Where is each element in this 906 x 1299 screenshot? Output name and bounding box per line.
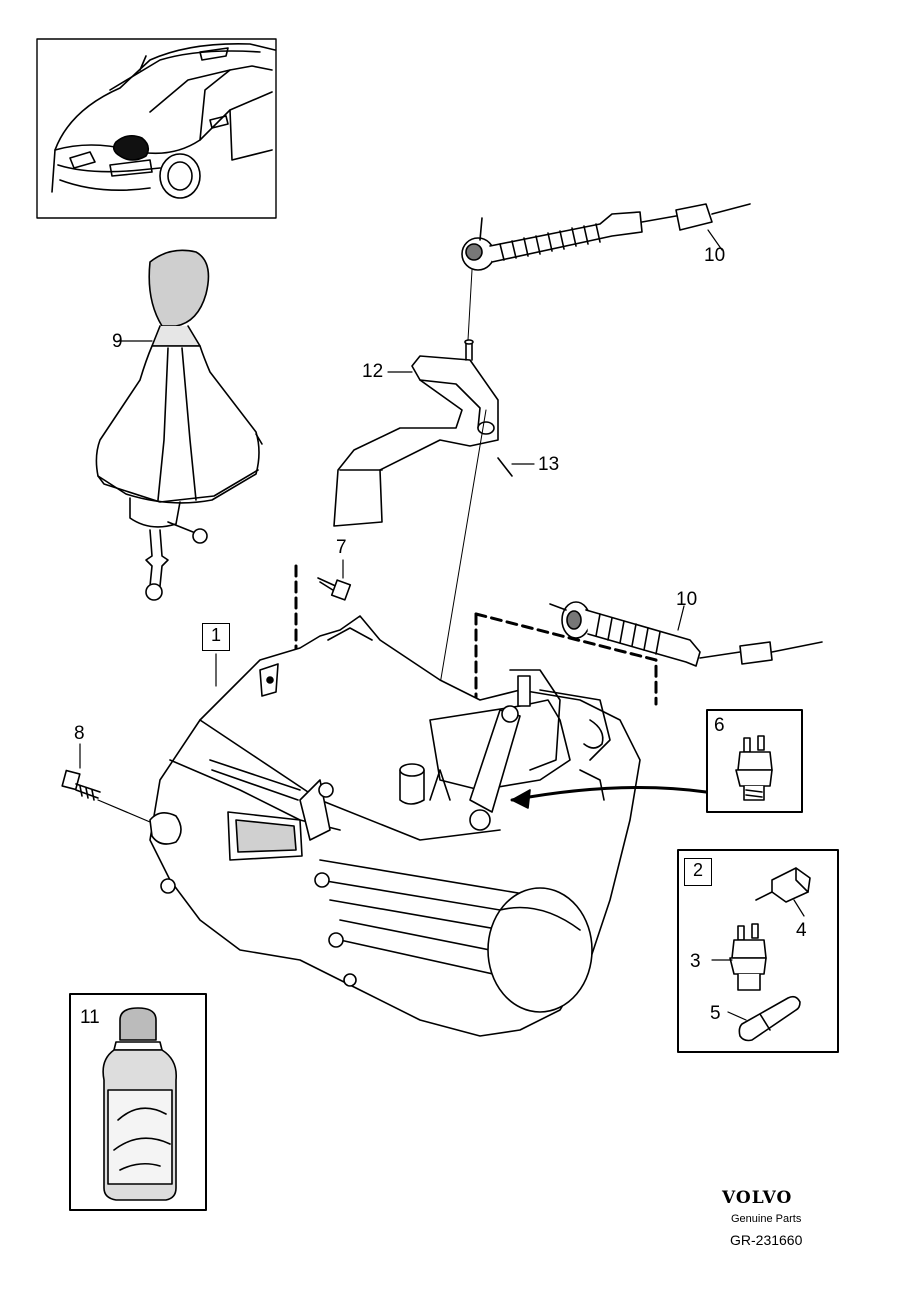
callout-7: 7 (336, 537, 347, 558)
diagram-reference: GR-231660 (730, 1232, 803, 1248)
shift-bracket (333, 339, 513, 527)
oil-bottle-inset (69, 993, 207, 1211)
callout-8: 8 (74, 723, 85, 744)
volvo-logo-text: VOLVO (722, 1188, 793, 1208)
callout-11: 11 (80, 1007, 100, 1028)
bolt-8 (61, 769, 151, 823)
callout-10-lower: 10 (676, 589, 698, 610)
callout-12: 12 (362, 361, 384, 382)
car-locator-inset (36, 38, 277, 219)
lower-shift-cable (549, 601, 823, 667)
callout-1: 1 (202, 623, 230, 651)
callout-6: 6 (714, 715, 725, 736)
gear-knob-and-boot (95, 249, 263, 601)
callout-10-upper: 10 (704, 245, 726, 266)
gearbox-assembly (149, 615, 641, 1037)
switch-arrow (510, 786, 708, 802)
callout-2: 2 (684, 858, 712, 886)
genuine-parts-subtitle: Genuine Parts (731, 1213, 802, 1225)
upper-shift-cable (461, 203, 751, 271)
callout-9: 9 (112, 331, 123, 352)
switch-inset-6 (706, 709, 803, 813)
callout-3: 3 (690, 951, 701, 972)
callout-5: 5 (710, 1003, 721, 1024)
arrowhead (511, 789, 531, 809)
callout-13: 13 (538, 454, 560, 475)
callout-4: 4 (796, 920, 807, 941)
bolt-7 (317, 577, 352, 601)
